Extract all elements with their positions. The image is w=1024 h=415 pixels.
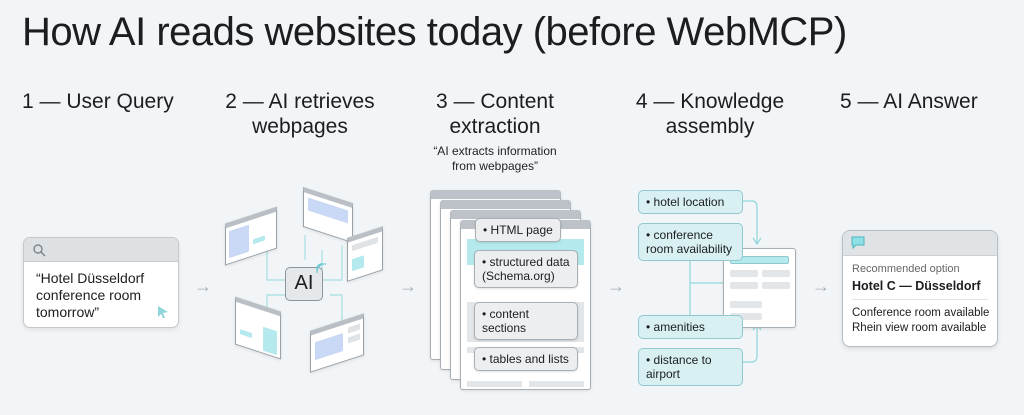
extraction-item-label: structured data (Schema.org)	[482, 255, 570, 283]
knowledge-item-label: hotel location	[653, 195, 725, 209]
chat-icon	[851, 236, 865, 250]
query-text: “Hotel Düsseldorf conference room tomorr…	[36, 270, 145, 320]
knowledge-item: • distance to airport	[638, 348, 743, 386]
step-5-heading: 5 — AI Answer	[840, 90, 978, 113]
knowledge-card	[723, 248, 796, 328]
answer-card: Recommended option Hotel C — Düsseldorf …	[842, 230, 998, 347]
answer-detail: Rhein view room available	[852, 322, 987, 334]
search-icon	[33, 244, 46, 257]
knowledge-item-label: amenities	[653, 320, 705, 334]
knowledge-item: • hotel location	[638, 190, 743, 214]
step-1-heading: 1 — User Query	[22, 90, 174, 113]
knowledge-item: • amenities	[638, 315, 743, 339]
step-2-heading: 2 — AI retrieves webpages	[225, 90, 375, 138]
divider	[852, 299, 988, 300]
extraction-item-label: HTML page	[490, 223, 553, 237]
extraction-item: • structured data (Schema.org)	[474, 250, 578, 288]
extraction-item: • HTML page	[475, 218, 561, 242]
extraction-item-label: content sections	[482, 307, 529, 335]
arrow-icon: →	[194, 276, 212, 296]
knowledge-item-label: distance to airport	[646, 353, 712, 381]
query-box[interactable]: “Hotel Düsseldorf conference room tomorr…	[23, 237, 179, 328]
answer-caption: Recommended option	[852, 263, 960, 275]
extraction-item: • tables and lists	[474, 347, 578, 371]
signal-icon	[316, 263, 327, 274]
knowledge-item-label: conference room availability	[646, 228, 733, 256]
ai-hub: AI	[285, 267, 323, 301]
answer-hotel: Hotel C — Düsseldorf	[852, 279, 981, 293]
extraction-item: • content sections	[474, 302, 578, 340]
answer-detail: Conference room available	[852, 307, 990, 319]
extraction-quote: “AI extracts information from webpages”	[433, 144, 557, 173]
search-bar	[24, 238, 178, 262]
knowledge-item: • conference room availability	[638, 223, 743, 261]
step-3-heading: 3 — Content extraction	[436, 90, 554, 138]
cursor-icon	[158, 306, 168, 318]
arrow-icon: →	[607, 276, 625, 296]
arrow-icon: →	[812, 276, 830, 296]
step-4-heading: 4 — Knowledge assembly	[635, 90, 785, 138]
extraction-item-label: tables and lists	[489, 352, 569, 366]
arrow-icon: →	[399, 276, 417, 296]
page-title: How AI reads websites today (before WebM…	[22, 10, 847, 54]
